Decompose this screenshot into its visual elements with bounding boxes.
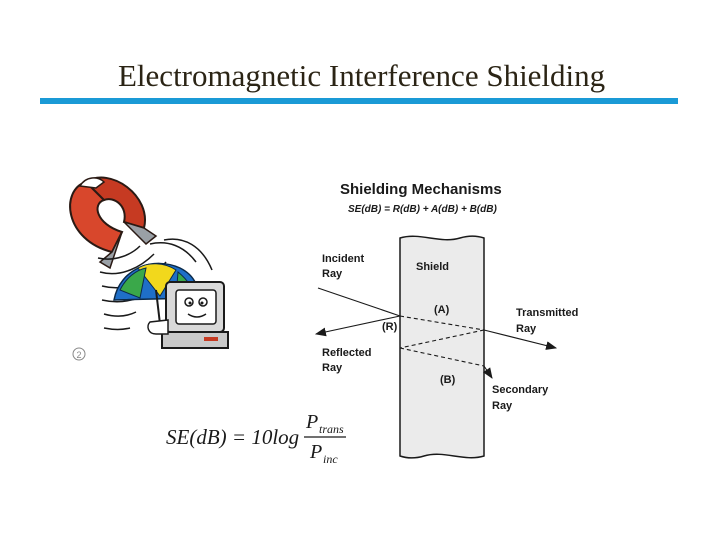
title-underline	[40, 98, 678, 104]
internal-reflection-path-2	[399, 347, 485, 367]
shielding-mechanisms-diagram: Shielding Mechanisms SE(dB) = R(dB) + A(…	[314, 181, 578, 459]
number-badge	[72, 347, 86, 361]
formula-lhs: SE(dB) = 10log	[166, 425, 299, 449]
number-badge-label: 2	[76, 350, 81, 360]
horseshoe-magnet-icon	[69, 176, 158, 270]
internal-reflection-path	[399, 329, 485, 349]
formula-numerator-sub: trans	[319, 422, 344, 436]
secondary-ray-label-2: Ray	[492, 400, 513, 412]
diagram-equation: SE(dB) = R(dB) + A(dB) + B(dB)	[348, 204, 497, 215]
formula-denominator-sub: inc	[323, 452, 338, 466]
reflection-label: (R)	[382, 321, 398, 333]
shield-slab	[399, 235, 485, 459]
incident-ray-label-2: Ray	[322, 268, 343, 280]
reflected-ray-label-2: Ray	[322, 362, 343, 374]
diagram-heading: Shielding Mechanisms	[340, 181, 502, 198]
shielding-formula: SE(dB) = 10log P trans P inc	[166, 411, 346, 466]
absorbed-path	[399, 315, 485, 331]
reflected-ray	[314, 315, 401, 337]
incident-ray-label-1: Incident	[322, 253, 365, 265]
formula-numerator: P	[305, 411, 318, 433]
transmitted-ray	[483, 329, 558, 350]
multiple-reflection-label: (B)	[440, 374, 456, 386]
illustration: 2	[69, 176, 229, 361]
computer-monitor-icon	[147, 281, 229, 349]
secondary-ray	[482, 365, 493, 379]
transmitted-ray-label-2: Ray	[516, 323, 537, 335]
formula-denominator: P	[309, 441, 322, 463]
incident-ray	[317, 287, 401, 317]
slide-title: Electromagnetic Interference Shielding	[118, 58, 606, 93]
absorption-label: (A)	[434, 304, 450, 316]
shield-label: Shield	[416, 261, 449, 273]
transmitted-ray-label-1: Transmitted	[516, 307, 578, 319]
reflected-ray-label-1: Reflected	[322, 347, 372, 359]
secondary-ray-label-1: Secondary	[492, 384, 549, 396]
